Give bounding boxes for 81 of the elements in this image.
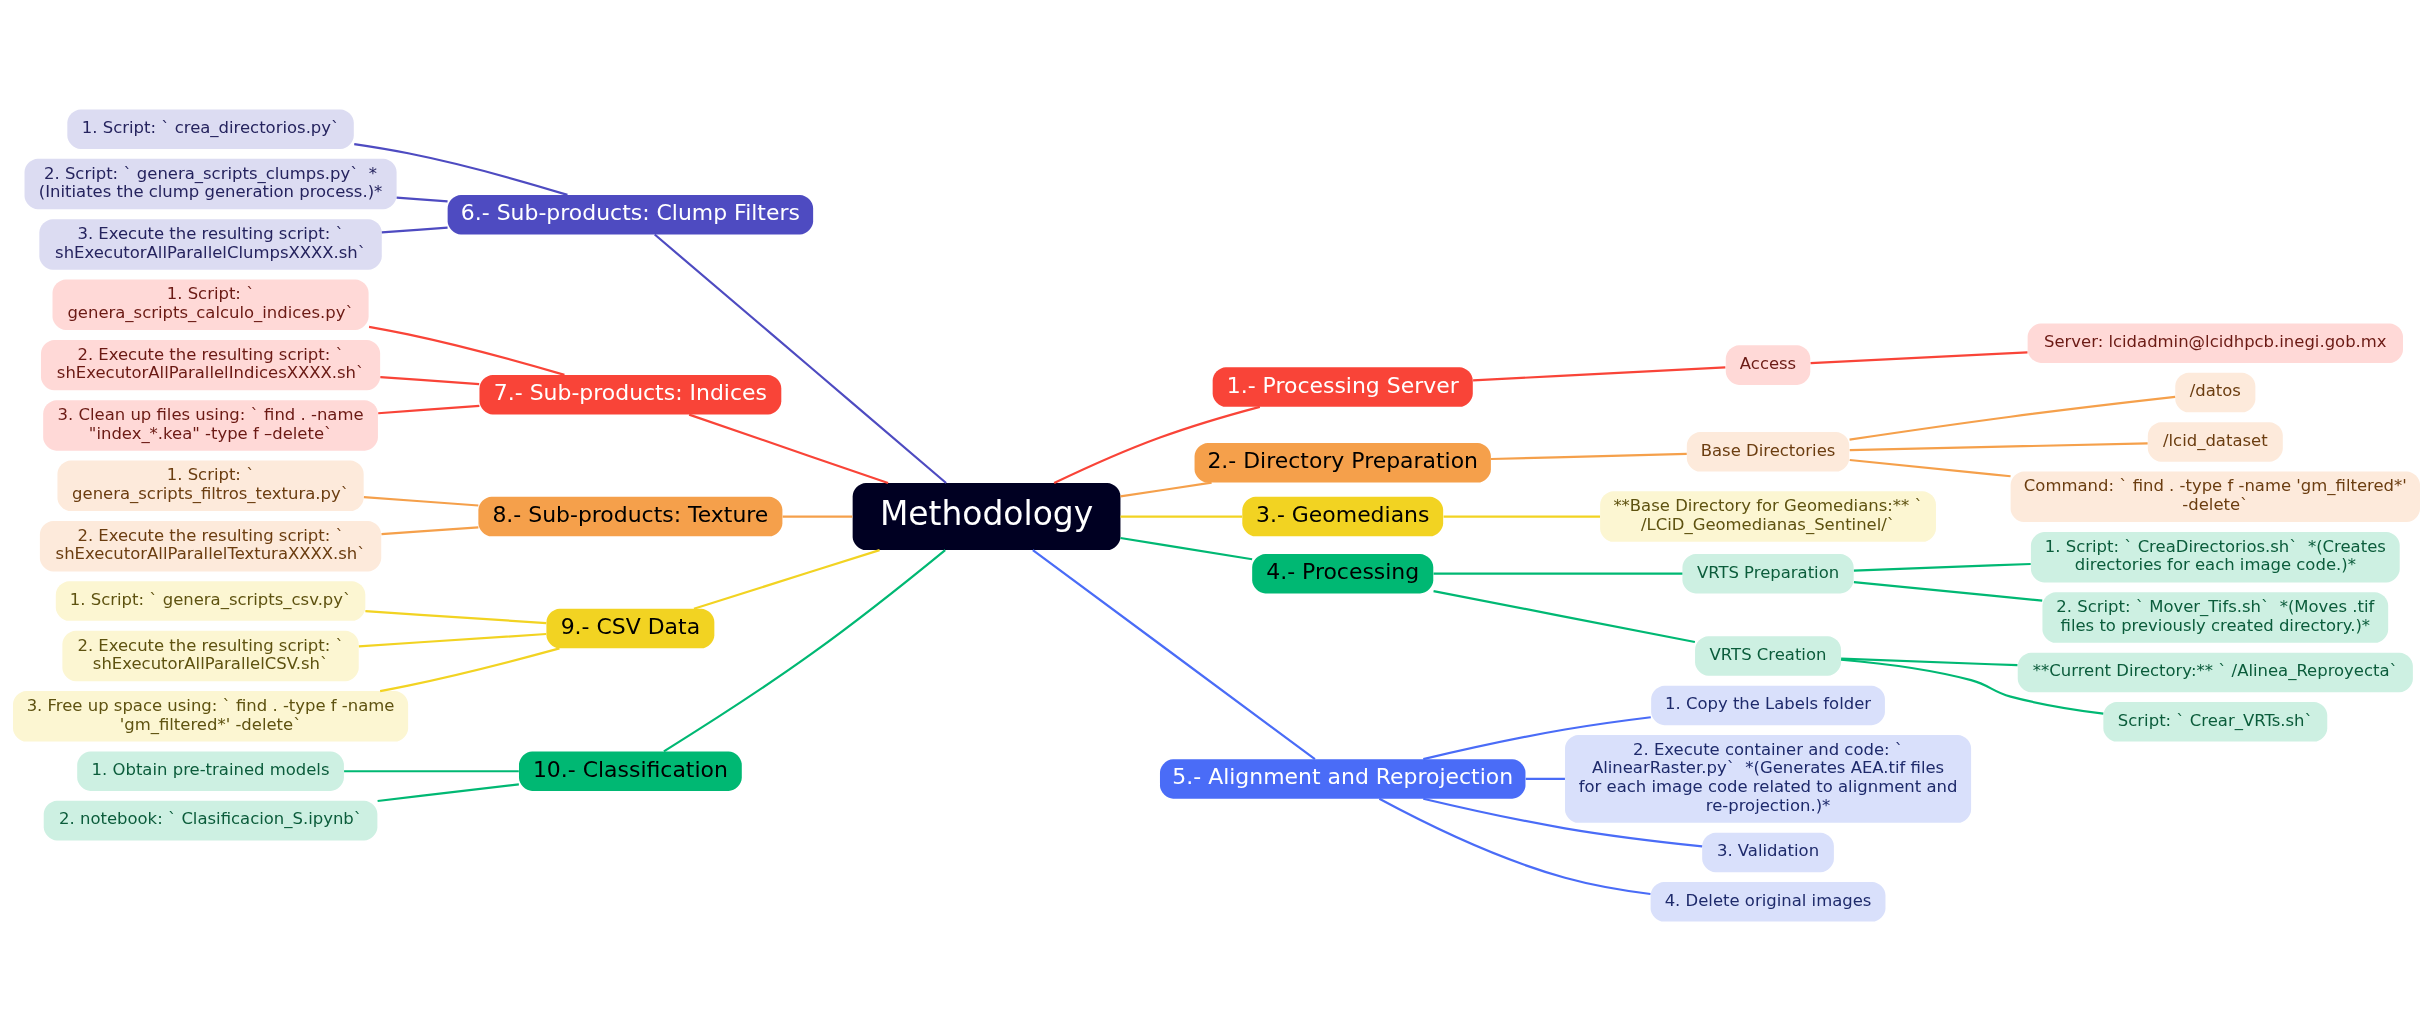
node-box: Command: ` find . -type f -name 'gm_filtered*' -delete` <box>2010 471 2420 523</box>
connector <box>363 495 479 507</box>
connector <box>358 632 547 648</box>
node-box: 3. Clean up files using: ` find . -name "index_*.kea" -type f –delete` <box>43 400 378 451</box>
connector <box>377 783 519 803</box>
connector <box>1032 549 1316 760</box>
node-box: Methodology <box>852 483 1121 551</box>
connector <box>380 376 480 386</box>
connector <box>1433 572 1683 575</box>
node-box: 1.- Processing Server <box>1212 367 1473 407</box>
node-box: Base Directories <box>1686 432 1850 472</box>
node-box: /lcid_dataset <box>2147 422 2283 462</box>
connector <box>782 515 853 518</box>
connector <box>381 226 448 234</box>
node-box: 1. Script: ` genera_scripts_filtros_textura.py` <box>57 460 364 512</box>
connector <box>1120 515 1243 518</box>
connector <box>365 610 547 625</box>
node-box: 3. Free up space using: ` find . -type f -name 'gm_filtered*' -delete` <box>13 691 409 742</box>
node-box: 9.- CSV Data <box>546 608 715 649</box>
node-box: 2. Script: ` genera_scripts_clumps.py` * (Initiates the clump generation process.)* <box>24 158 397 210</box>
connector <box>1053 405 1261 485</box>
node-box: 2. notebook: ` Clasificacion_S.ipynb` <box>43 800 378 841</box>
connector <box>354 143 568 196</box>
node-box: 4.- Processing <box>1252 553 1434 594</box>
connector <box>381 526 479 536</box>
connector <box>1841 657 2018 667</box>
connector <box>1473 366 1726 382</box>
connector <box>693 549 880 610</box>
connector <box>1378 797 1651 896</box>
connector <box>1853 580 2043 602</box>
connector <box>344 770 519 773</box>
connector <box>1849 442 2148 452</box>
node-box: 1. Copy the Labels folder <box>1651 685 1885 726</box>
connector <box>1433 590 1696 644</box>
node-box: Server: lcidadmin@lcidhpcb.inegi.gob.mx <box>2027 323 2403 363</box>
node-box: 1. Script: ` crea_directorios.py` <box>67 109 354 149</box>
connector <box>1423 716 1651 761</box>
node-box: VRTS Preparation <box>1682 553 1854 594</box>
node-box: 4. Delete original images <box>1650 882 1886 922</box>
node-box: **Current Directory:** ` /Alinea_Reproyecta` <box>2017 652 2413 693</box>
connector <box>379 647 560 693</box>
node-box: Script: ` Crear_VRTs.sh` <box>2103 702 2328 742</box>
connector <box>378 404 480 415</box>
node-box: 1. Obtain pre-trained models <box>77 751 344 791</box>
node-box: VRTS Creation <box>1695 636 1842 676</box>
connector <box>1443 515 1600 518</box>
connector <box>663 549 946 753</box>
node-box: 2. Execute container and code: ` AlinearRaster.py` *(Generates AEA.tif files for each image code related to alignment and re-projection.)* <box>1565 735 1972 823</box>
connector <box>1849 395 2176 441</box>
connector <box>1840 658 2104 715</box>
node-box: 2. Execute the resulting script: ` shExecutorAllParallelTexturaXXXX.sh` <box>39 521 382 572</box>
node-box: 1. Script: ` genera_scripts_calculo_indices.py` <box>52 279 369 330</box>
connector <box>1810 351 2028 365</box>
node-box: 3. Execute the resulting script: ` shExecutorAllParallelClumpsXXXX.sh` <box>39 219 382 270</box>
node-box: 2. Execute the resulting script: ` shExecutorAllParallelCSV.sh` <box>62 630 359 682</box>
node-box: **Base Directory for Geomedians:** ` /LCiD_Geomedianas_Sentinel/` <box>1600 491 1936 542</box>
node-box: 2. Execute the resulting script: ` shExecutorAllParallelIndicesXXXX.sh` <box>41 339 381 391</box>
node-box: 7.- Sub-products: Indices <box>479 375 782 415</box>
connector <box>1120 536 1253 561</box>
connector <box>1490 452 1687 461</box>
connector <box>1525 777 1565 780</box>
node-box: 1. Script: ` CreaDirectorios.sh` *(Creates directories for each image code.)* <box>2030 531 2400 583</box>
node-box: 8.- Sub-products: Texture <box>478 496 783 537</box>
connector <box>1120 481 1212 498</box>
connector <box>1849 458 2011 478</box>
connector <box>654 233 947 484</box>
node-box: 3.- Geomedians <box>1242 496 1444 537</box>
node-box: /datos <box>2175 372 2256 413</box>
node-box: Access <box>1725 345 1811 385</box>
node-box: 5.- Alignment and Reprojection <box>1159 759 1526 799</box>
connector <box>396 196 448 203</box>
connector <box>1423 797 1703 848</box>
connector <box>1853 562 2031 572</box>
node-box: 6.- Sub-products: Clump Filters <box>447 195 814 235</box>
node-box: 3. Validation <box>1702 832 1834 873</box>
node-box: 1. Script: ` genera_scripts_csv.py` <box>55 581 366 621</box>
node-box: 2. Script: ` Mover_Tifs.sh` *(Moves .tif files to previously created directory.)* <box>2042 592 2389 643</box>
connector <box>368 325 565 376</box>
connector <box>688 413 889 485</box>
node-box: 10.- Classification <box>519 751 742 791</box>
node-box: 2.- Directory Preparation <box>1194 443 1491 483</box>
